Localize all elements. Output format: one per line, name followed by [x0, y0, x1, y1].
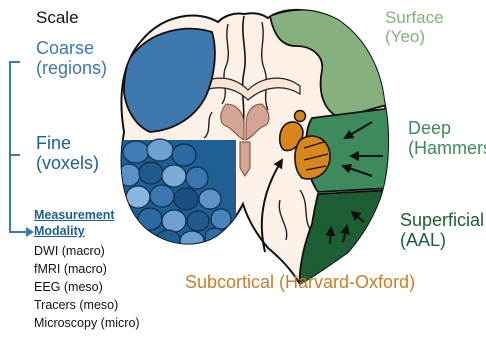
fine-label-line1: Fine: [36, 133, 99, 153]
measurement-heading-line2: Modality: [34, 223, 115, 239]
surface-label-line1: Surface: [385, 8, 444, 27]
fine-label: Fine (voxels): [36, 133, 99, 173]
surface-label-line2: (Yeo): [385, 27, 444, 46]
deep-label-line2: (Hammers): [408, 138, 486, 158]
modality-item-dwi: DWI (macro): [34, 244, 105, 258]
surface-label: Surface (Yeo): [385, 8, 444, 46]
modality-item-tracers: Tracers (meso): [34, 298, 118, 312]
modality-item-microscopy: Microscopy (micro): [34, 316, 140, 330]
measurement-heading-line1: Measurement: [34, 207, 115, 223]
modality-item-eeg: EEG (meso): [34, 280, 103, 294]
coarse-label: Coarse (regions): [36, 38, 107, 78]
bracket-arrowhead: [26, 227, 34, 237]
fine-label-line2: (voxels): [36, 153, 99, 173]
superficial-label-line1: Superficial: [400, 210, 484, 230]
measurement-modality-heading: Measurement Modality: [34, 207, 115, 240]
third-ventricle: [240, 142, 250, 176]
scale-bracket: [10, 62, 28, 232]
deep-label: Deep (Hammers): [408, 118, 486, 158]
subcortical-dot: [295, 111, 306, 122]
coarse-label-line1: Coarse: [36, 38, 107, 58]
superficial-label-line2: (AAL): [400, 230, 484, 250]
modality-item-fmri: fMRI (macro): [34, 262, 107, 276]
scale-label: Scale: [36, 8, 79, 27]
superficial-label: Superficial (AAL): [400, 210, 484, 250]
deep-label-line1: Deep: [408, 118, 486, 138]
coarse-label-line2: (regions): [36, 58, 107, 78]
subcortical-label: Subcortical (Harvard-Oxford): [185, 272, 415, 292]
